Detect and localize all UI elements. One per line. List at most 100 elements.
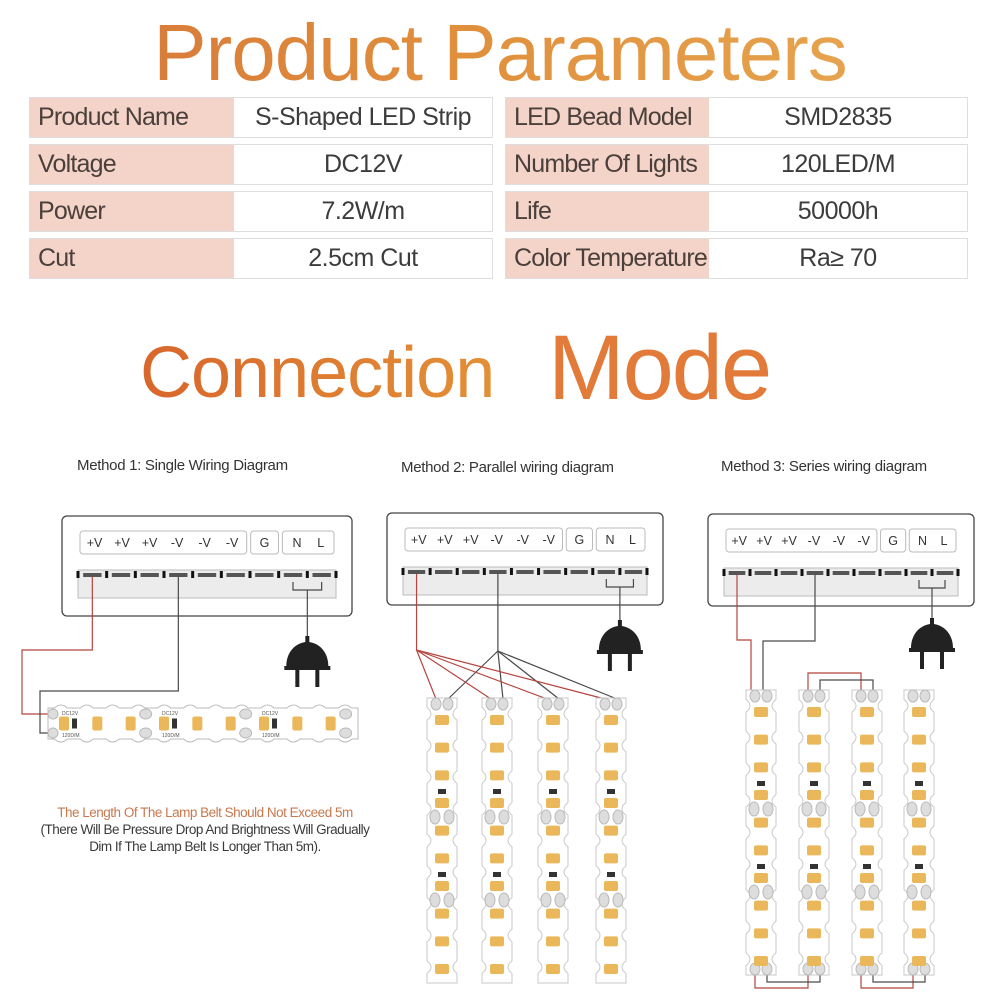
solder-pad (919, 962, 931, 976)
led-chip (490, 964, 504, 974)
solder-pad (761, 689, 773, 703)
strip-voltage-mark: DC12V (262, 711, 279, 717)
strip-body (745, 689, 777, 976)
solder-pad (139, 708, 153, 720)
led-chip (490, 715, 504, 725)
led-chip (912, 707, 926, 717)
solder-pad (485, 697, 497, 711)
led-chip (912, 900, 926, 911)
solder-pad (554, 892, 566, 908)
solder-pad (867, 962, 879, 976)
led-chip (807, 734, 821, 745)
led-chip (860, 956, 874, 966)
series-jumper-positive (754, 975, 809, 989)
led-chip (807, 762, 821, 773)
product-parameters-title: Product Parameters (0, 8, 1000, 98)
param-key: Cut (30, 239, 234, 278)
length-warning: The Length Of The Lamp Belt Should Not E… (57, 805, 353, 820)
solder-pad (919, 689, 931, 703)
led-chip (435, 715, 449, 725)
led-chip (912, 873, 926, 883)
resistor (607, 789, 615, 794)
solder-pad (868, 801, 880, 817)
led-chip (754, 900, 768, 911)
bridge-wire (605, 579, 635, 588)
solder-pad (443, 892, 455, 908)
solder-pad (611, 697, 623, 711)
terminal-divider (277, 571, 281, 578)
led-chip (435, 936, 449, 947)
led-chip (912, 790, 926, 800)
strip-body (47, 704, 359, 743)
solder-pad (802, 689, 814, 703)
led-chip (435, 770, 449, 781)
terminal-label: G (575, 533, 585, 547)
solder-pad (749, 962, 761, 976)
terminal-label-group (595, 527, 646, 552)
led-chip (754, 873, 768, 883)
resistor (549, 789, 557, 794)
led-chip (754, 707, 768, 717)
param-value: 7.2W/m (234, 192, 492, 231)
led-chip (860, 845, 874, 856)
resistor (757, 864, 765, 869)
led-strip (851, 689, 883, 976)
solder-pad (855, 962, 867, 976)
terminal-label: +V (756, 534, 772, 548)
led-chip (604, 742, 618, 753)
connection-mode-title: Connection Mode (0, 320, 1000, 416)
led-chip (546, 742, 560, 753)
led-chip (860, 734, 874, 745)
series-jumper-negative (819, 679, 874, 690)
solder-pad (920, 801, 932, 817)
led-chip (259, 716, 269, 731)
positive-wire (21, 577, 93, 715)
connection-mode-title-part2: Mode (548, 317, 772, 419)
led-chip (604, 770, 618, 781)
solder-pad (867, 689, 879, 703)
resistor (493, 872, 501, 877)
terminal-screw (570, 570, 588, 574)
terminal-label-group (565, 527, 593, 552)
series-jumper-positive (807, 672, 862, 690)
led-chip (912, 956, 926, 966)
solder-pad (554, 809, 566, 825)
param-key: Life (506, 192, 709, 231)
solder-pad (498, 892, 510, 908)
strip-body (798, 689, 830, 976)
terminal-label: -V (833, 534, 846, 548)
solder-pad (762, 801, 774, 817)
led-chip (546, 715, 560, 725)
led-chip (807, 845, 821, 856)
bridge-wire (918, 580, 946, 589)
led-chip (860, 707, 874, 717)
led-chip (490, 825, 504, 836)
strip-density-mark: 120D/M (162, 733, 180, 739)
param-value: DC12V (234, 145, 492, 184)
terminal-divider (774, 569, 778, 576)
led-chip (807, 790, 821, 800)
terminal-divider (826, 569, 830, 576)
solder-pad (139, 727, 153, 739)
terminal-label: +V (87, 536, 103, 550)
led-chip (490, 936, 504, 947)
led-chip (860, 873, 874, 883)
solder-pad (239, 708, 253, 720)
terminal-screw (111, 573, 131, 577)
resistor (810, 864, 818, 869)
terminal-screw (516, 570, 534, 574)
led-chip (435, 881, 449, 891)
solder-pad (429, 892, 441, 908)
terminal-label: +V (437, 533, 453, 547)
led-chip (435, 825, 449, 836)
solder-pad (762, 884, 774, 900)
solder-pad (612, 809, 624, 825)
led-strip (745, 689, 777, 976)
terminal-divider (537, 568, 541, 575)
resistor (172, 718, 177, 729)
method-1-label: Method 1: Single Wiring Diagram (77, 457, 288, 474)
terminal-divider (722, 569, 726, 576)
